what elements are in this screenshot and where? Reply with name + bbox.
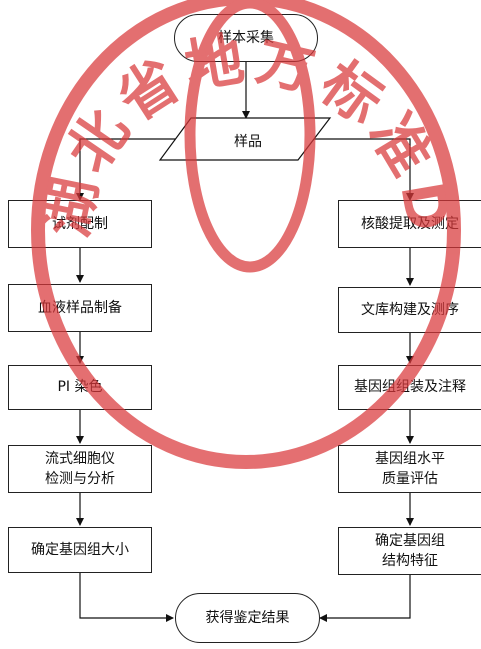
- step-pi-staining: PI 染色: [8, 365, 152, 410]
- io-label: 样品: [234, 134, 262, 150]
- step-label: 核酸提取及测定: [361, 215, 459, 232]
- step-label: 基因组组装及注释: [354, 379, 466, 396]
- step-library-sequencing: 文库构建及测序: [338, 287, 481, 333]
- step-label: 血液样品制备: [38, 299, 122, 316]
- start-label: 样本采集: [218, 29, 274, 46]
- end-label: 获得鉴定结果: [205, 609, 290, 626]
- step-label: 流式细胞仪 检测与分析: [45, 450, 115, 487]
- edge-left-end: [79, 573, 174, 622]
- start-node: 样本采集: [174, 14, 318, 62]
- step-flow-cytometry: 流式细胞仪 检测与分析: [8, 445, 152, 493]
- step-label: 基因组水平 质量评估: [375, 450, 445, 487]
- step-blood-sample-prep: 血液样品制备: [8, 284, 152, 332]
- step-label: 文库构建及测序: [361, 301, 459, 318]
- end-node: 获得鉴定结果: [175, 593, 320, 643]
- step-label: 试剂配制: [52, 215, 108, 232]
- step-label: PI 染色: [57, 379, 103, 396]
- step-genome-size: 确定基因组大小: [8, 527, 152, 573]
- step-nucleic-extraction: 核酸提取及测定: [338, 200, 481, 248]
- edge-right-end: [319, 575, 411, 622]
- edge-io-right: [314, 138, 414, 201]
- step-genome-structure: 确定基因组 结构特征: [338, 527, 481, 575]
- step-label: 确定基因组 结构特征: [375, 532, 445, 569]
- step-genome-assembly: 基因组组装及注释: [338, 365, 481, 410]
- step-genome-quality: 基因组水平 质量评估: [338, 445, 481, 493]
- step-label: 确定基因组大小: [31, 541, 129, 558]
- step-reagent-prep: 试剂配制: [8, 200, 152, 248]
